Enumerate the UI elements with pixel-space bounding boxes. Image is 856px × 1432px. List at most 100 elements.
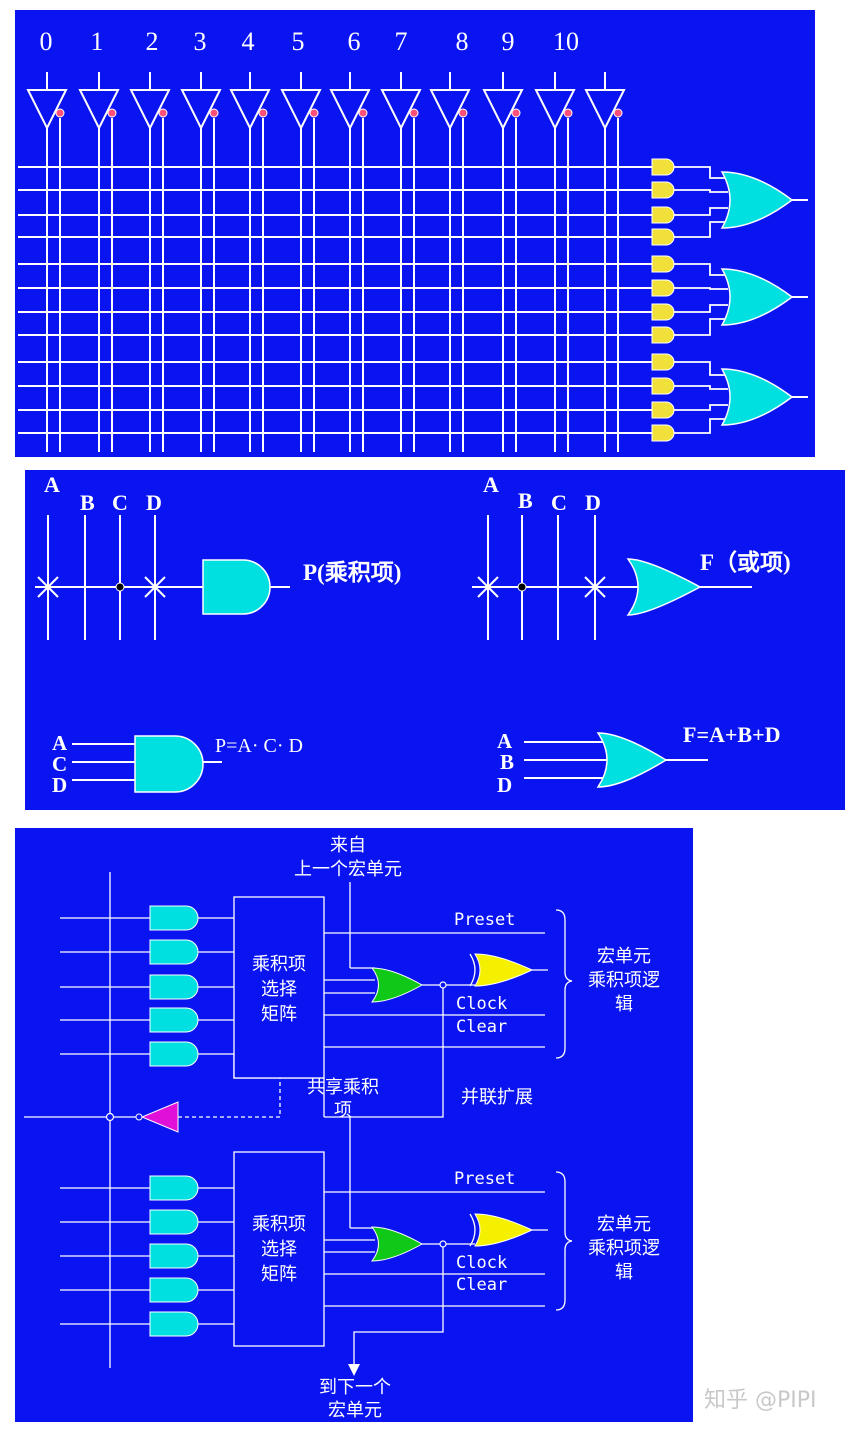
inverter-bubble [511,108,521,118]
or-input-wire [674,207,728,216]
input-buffer [26,89,68,131]
and-gate [149,1041,199,1067]
or-input-wire [674,361,728,376]
macrocell-label: 宏单元 [597,1214,651,1235]
or-input-wire [674,304,728,313]
input-buffer [229,89,271,131]
input-buffer [380,89,422,131]
parallel-expand-label: 并联扩展 [461,1087,533,1108]
brace [555,909,573,1059]
inverter-bubble [55,108,65,118]
clock-label: Clock [456,1253,507,1273]
from-prev-label: 上一个宏单元 [294,859,402,880]
input-buffer [429,89,471,131]
matrix-label: 选择 [261,979,297,1000]
or-gate [626,558,702,616]
clear-label: Clear [456,1275,507,1295]
input-number: 7 [395,27,408,56]
to-next-label: 宏单元 [328,1400,382,1421]
input-buffer [129,89,171,131]
junction-dot [439,981,447,989]
or-input-wire [674,166,728,179]
input-number: 4 [242,27,255,56]
or-gate [596,732,668,788]
input-number: 1 [91,27,104,56]
macrocell-label: 宏单元 [597,946,651,967]
or-term-label: F（或项) [700,549,791,575]
connection-dot [115,582,125,592]
input-a: A [497,729,513,753]
clock-label: Clock [456,994,507,1014]
product-term-label: P(乘积项) [303,560,401,585]
junction-dot [439,1240,447,1248]
matrix-label: 乘积项 [252,954,306,975]
and-gate [149,1175,199,1201]
or-input-wire [674,287,728,290]
junction-dot [105,1112,115,1122]
inverter-bubble [309,108,319,118]
product-term-matrix [233,896,325,1079]
label-c: C [112,490,128,515]
input-c: C [52,752,67,776]
input-buffer [584,89,626,131]
connection-dot [517,582,527,592]
and-gate [651,353,675,371]
or-term-diagram [472,515,752,640]
and-gate [149,905,199,931]
inverter-bubble [613,108,623,118]
inverter-bubble [135,1113,143,1121]
inverter-bubble [409,108,419,118]
label-a: A [483,472,499,497]
shared-term-label: 项 [334,1100,352,1121]
label-a: A [44,472,60,497]
matrix-label: 矩阵 [261,1264,297,1285]
and-equation-diagram [72,743,222,781]
and-gate [651,303,675,321]
matrix-label: 矩阵 [261,1004,297,1025]
or-input-wire [674,263,728,276]
xor-gate [474,953,534,987]
clear-label: Clear [456,1017,507,1037]
input-number: 0 [40,27,53,56]
inverter-bubble [209,108,219,118]
or-input-wire [674,418,728,434]
or-input-wire [674,385,728,390]
and-gate [202,559,271,615]
label-d: D [146,490,162,515]
macrocell-label: 乘积项逻 [588,1238,660,1259]
and-gate [651,377,675,395]
and-gate [651,228,675,246]
to-next-label: 到下一个 [319,1377,391,1398]
and-gate [651,401,675,419]
or-input-wire [674,221,728,238]
input-number: 9 [502,27,515,56]
input-d: D [52,773,67,797]
pla-array [18,72,808,452]
input-a: A [52,731,68,755]
shared-term-label: 共享乘积 [307,1077,379,1098]
or-gate [720,268,794,326]
macrocell-label: 辑 [615,994,633,1015]
brace [555,1171,573,1311]
or-input-wire [674,404,728,411]
panel3-background [15,828,693,1422]
input-buffer [534,89,576,131]
input-number: 10 [553,27,579,56]
and-equation: P=A· C· D [215,735,303,757]
and-gate [149,1007,199,1033]
or-gate [370,1226,424,1262]
macrocell-label: 乘积项逻 [588,970,660,991]
macrocell-label: 辑 [615,1262,633,1283]
watermark: 知乎 @PIPI [704,1388,817,1413]
buffer-triangle [140,1101,179,1133]
and-gate [651,279,675,297]
xor-gate [469,1213,476,1247]
from-prev-label: 来自 [330,835,366,856]
xor-gate [474,1213,534,1247]
preset-label: Preset [454,1169,515,1189]
and-gate [149,1209,199,1235]
or-gate [720,368,794,426]
label-b: B [518,488,533,513]
input-buffer [280,89,322,131]
